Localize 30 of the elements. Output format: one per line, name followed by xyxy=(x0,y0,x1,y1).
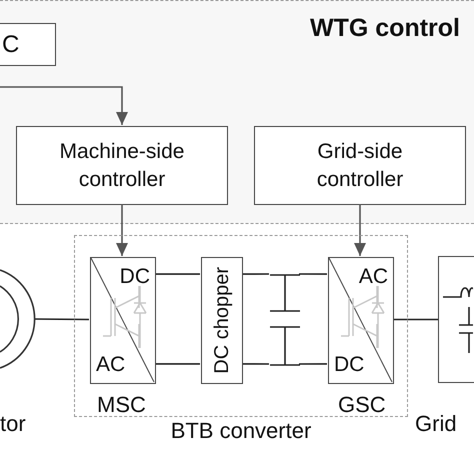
connection-line xyxy=(393,318,438,320)
controller-box: C xyxy=(0,23,56,66)
port-label: DC xyxy=(334,352,364,376)
port-label: DC xyxy=(120,265,150,288)
connection-line xyxy=(242,363,269,365)
block-label: DC chopper xyxy=(210,267,234,374)
component-label: GSC xyxy=(338,393,386,418)
region-title: WTG control xyxy=(310,15,460,42)
connection-line xyxy=(299,363,327,365)
capacitor-symbol xyxy=(270,275,300,365)
group-title: BTB converter xyxy=(170,419,312,444)
component-label: MSC xyxy=(97,393,146,418)
filter-box xyxy=(438,256,474,383)
port-label: AC xyxy=(96,352,126,376)
controller-box: Grid-side controller xyxy=(254,126,466,205)
connection-line xyxy=(299,273,327,275)
connection-line xyxy=(155,273,200,275)
chopper-box xyxy=(201,257,243,384)
arrow xyxy=(116,204,128,256)
arrow xyxy=(0,86,128,125)
converter-box xyxy=(90,257,156,384)
component-label: Grid xyxy=(415,412,457,436)
control-region xyxy=(0,0,474,224)
connection-line xyxy=(242,273,269,275)
arrow xyxy=(354,204,366,256)
connection-line xyxy=(155,363,200,365)
component-label: tor xyxy=(0,412,26,436)
converter-box xyxy=(328,257,394,384)
port-label: AC xyxy=(358,265,388,288)
controller-box: Machine-side controller xyxy=(16,126,228,205)
